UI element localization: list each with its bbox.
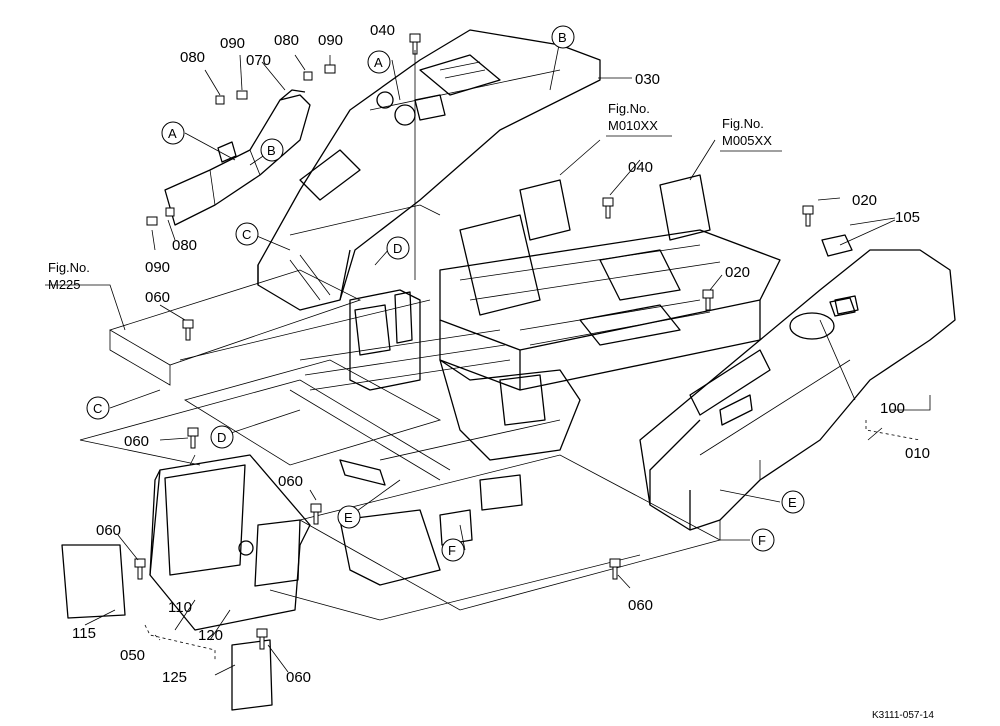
decal-125 — [231, 639, 273, 711]
leader-lines — [45, 39, 931, 676]
part-label-060: 060 — [124, 433, 149, 450]
connector-a: A — [374, 55, 383, 70]
connector-markers: A A B B C C D D E E F F — [86, 25, 805, 562]
part-label-105: 105 — [895, 209, 920, 226]
part-label-040: 040 — [370, 22, 395, 39]
part-labels: 030 040 040 020 020 105 100 010 080 090 … — [72, 22, 930, 686]
main-frame — [289, 174, 781, 586]
connector-e: E — [344, 510, 353, 525]
part-label-125: 125 — [162, 669, 187, 686]
bolts — [134, 33, 814, 650]
part-label-080: 080 — [172, 237, 197, 254]
part-label-040: 040 — [628, 159, 653, 176]
part-label-070: 070 — [246, 52, 271, 69]
front-cover-030 — [257, 29, 601, 311]
connector-d: D — [393, 241, 402, 256]
connector-b: B — [267, 143, 276, 158]
part-label-120: 120 — [198, 627, 223, 644]
part-label-060: 060 — [145, 289, 170, 306]
connector-c: C — [242, 227, 251, 242]
connector-b: B — [558, 30, 567, 45]
part-label-020: 020 — [852, 192, 877, 209]
part-label-080: 080 — [274, 32, 299, 49]
part-label-060: 060 — [286, 669, 311, 686]
dash-panel-050 — [149, 454, 311, 631]
part-label-090: 090 — [145, 259, 170, 276]
part-label-060: 060 — [96, 522, 121, 539]
connector-a: A — [168, 126, 177, 141]
part-label-100: 100 — [880, 400, 905, 417]
decal-115 — [61, 544, 126, 619]
right-fender-010 — [639, 249, 956, 531]
part-label-115: 115 — [72, 625, 96, 642]
drawing-code: K3111-057-14 — [872, 710, 934, 721]
fig-ref-m010xx: M010XX — [608, 118, 658, 133]
fig-ref-m225: M225 — [48, 277, 81, 292]
fig-ref-m005xx-line1: Fig.No. — [722, 116, 764, 131]
connector-f: F — [448, 543, 456, 558]
part-label-020: 020 — [725, 264, 750, 281]
part-label-090: 090 — [220, 35, 245, 52]
part-label-010: 010 — [905, 445, 930, 462]
part-label-060: 060 — [278, 473, 303, 490]
connector-c: C — [93, 401, 102, 416]
part-label-110: 110 — [168, 599, 192, 616]
decal-100 — [829, 297, 856, 317]
side-cover-070 — [164, 89, 311, 226]
fig-ref-m010xx-line1: Fig.No. — [608, 101, 650, 116]
part-label-080: 080 — [180, 49, 205, 66]
part-label-050: 050 — [120, 647, 145, 664]
part-label-060: 060 — [628, 597, 653, 614]
connector-d: D — [217, 430, 226, 445]
part-label-030: 030 — [635, 71, 660, 88]
figure-references: Fig.No. M010XX Fig.No. M005XX Fig.No. M2… — [48, 101, 782, 292]
floor-outlines — [79, 269, 722, 621]
fig-ref-m225-line1: Fig.No. — [48, 260, 90, 275]
part-label-090: 090 — [318, 32, 343, 49]
fig-ref-m005xx: M005XX — [722, 133, 772, 148]
decal-105 — [821, 234, 853, 257]
connector-f: F — [758, 533, 766, 548]
connector-e: E — [788, 495, 797, 510]
